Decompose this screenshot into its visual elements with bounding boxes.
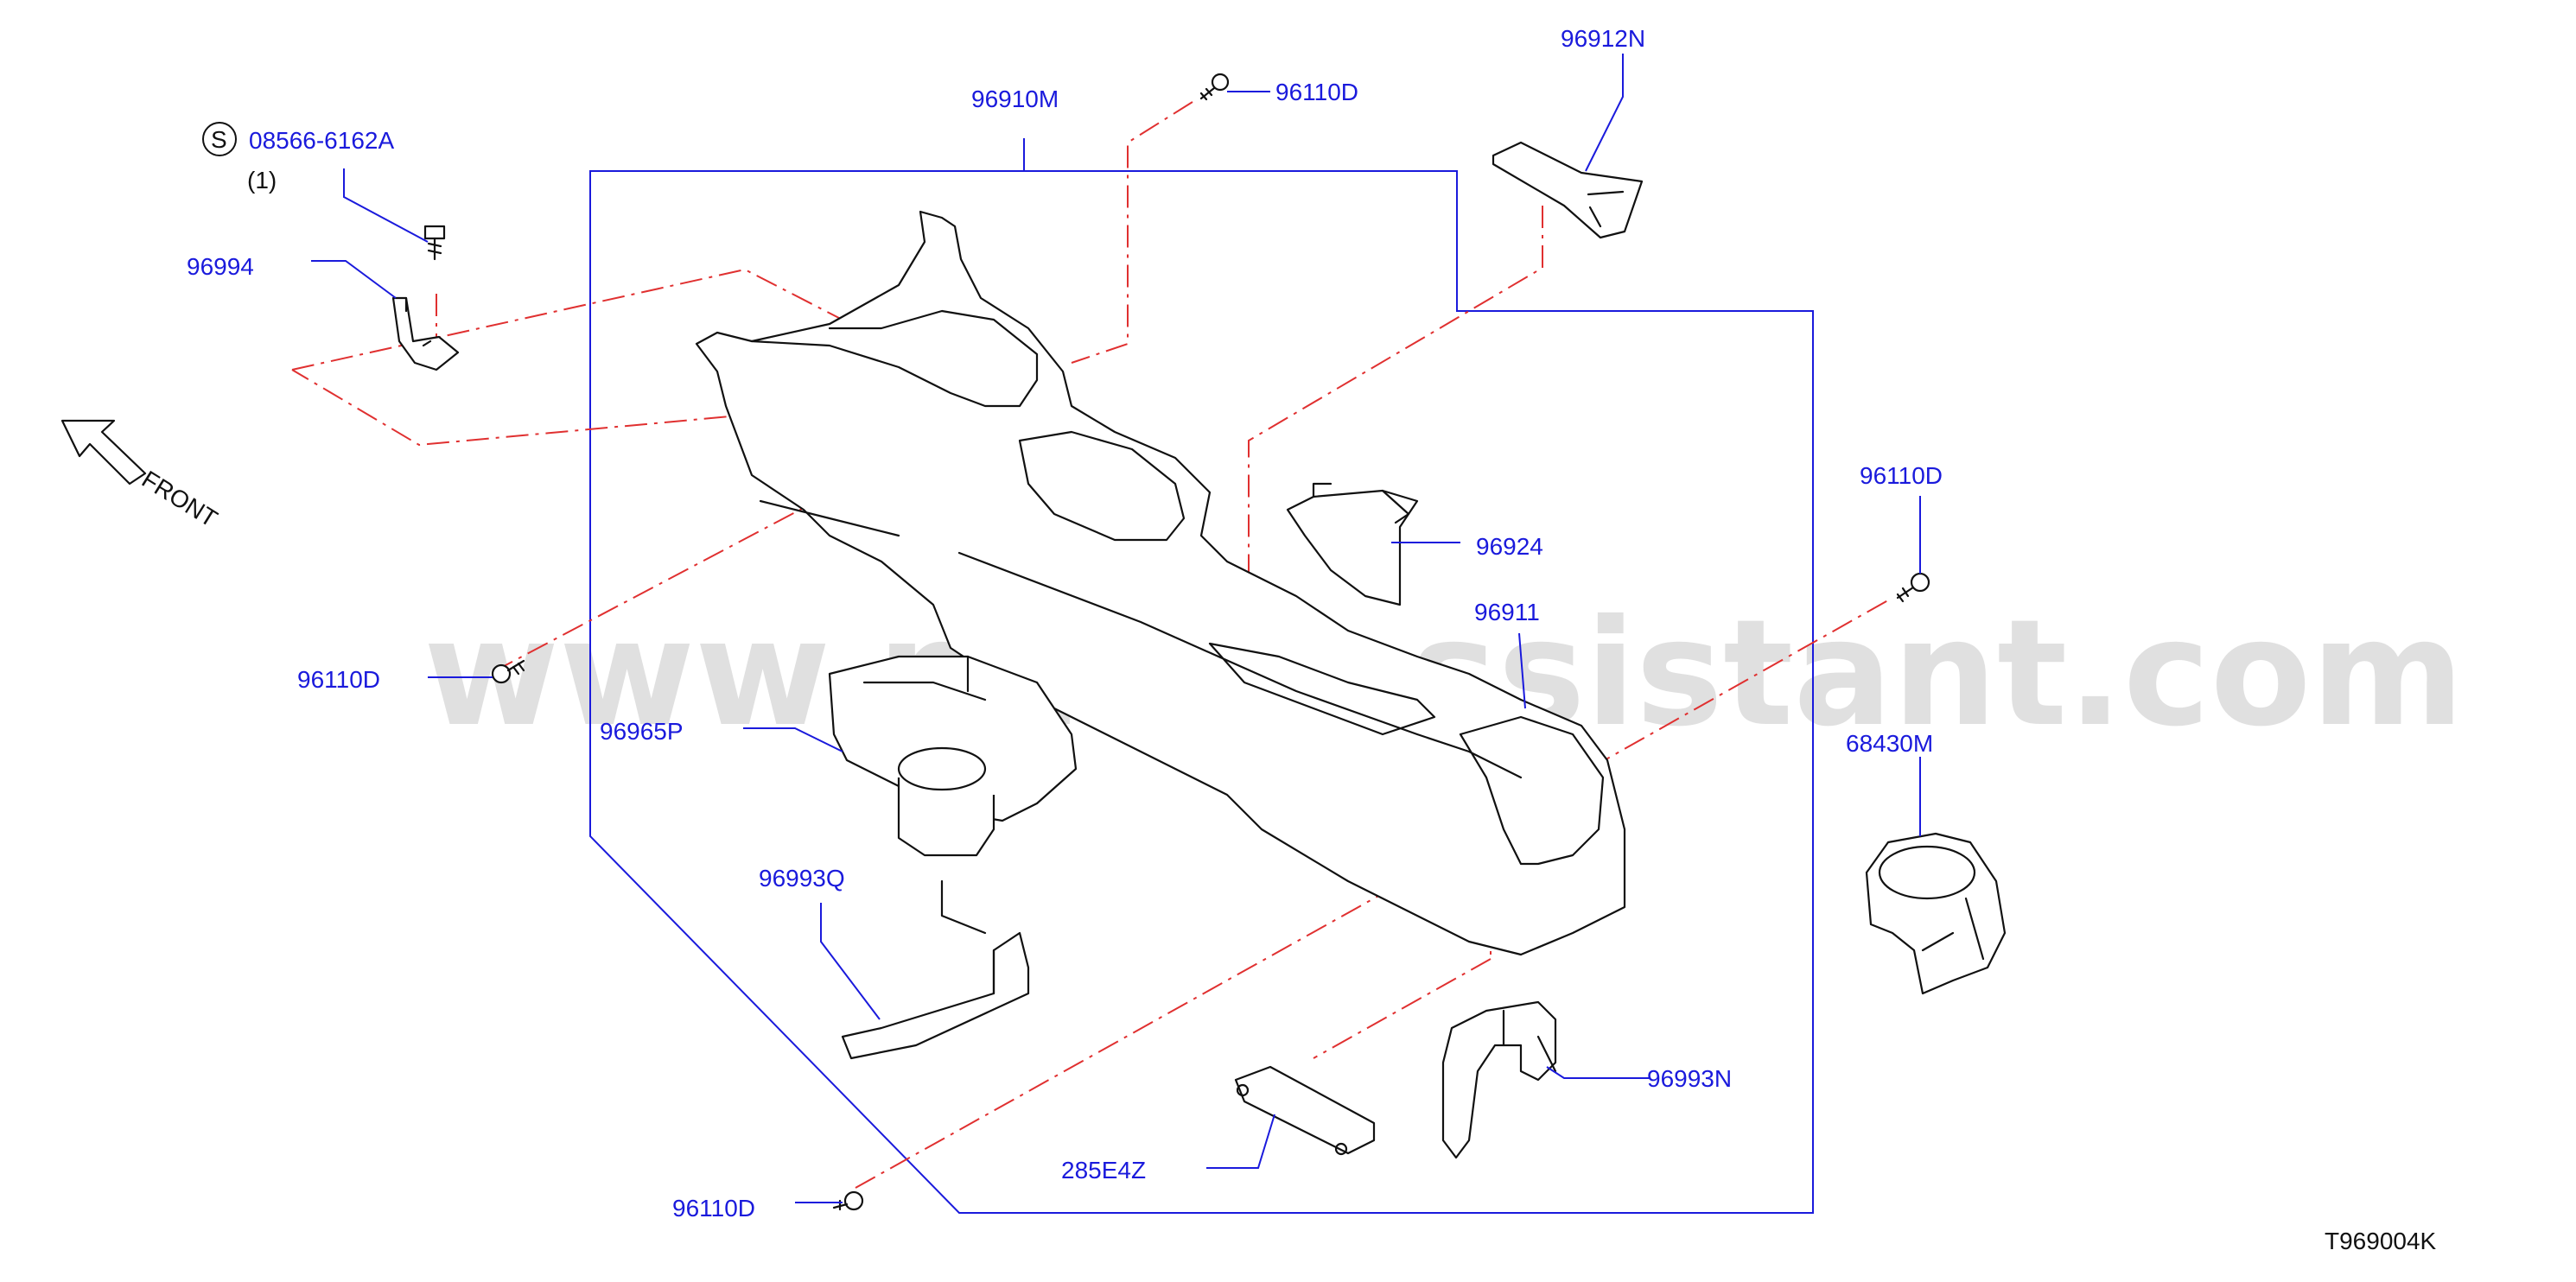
label-96110D-left: 96110D xyxy=(297,666,380,693)
bracket-96993N-icon xyxy=(1441,1000,1557,1159)
bracket-96993Q-icon xyxy=(841,879,1030,1060)
label-96993N: 96993N xyxy=(1647,1065,1732,1092)
label-96994: 96994 xyxy=(187,253,254,280)
bracket-96924-icon xyxy=(1286,482,1419,606)
label-96912N: 96912N xyxy=(1561,25,1645,52)
bolt-08566-icon xyxy=(423,225,446,261)
label-96965P: 96965P xyxy=(600,718,684,745)
diagram-code: T969004K xyxy=(2325,1228,2437,1254)
lid-96912N-icon xyxy=(1492,141,1644,239)
label-96924: 96924 xyxy=(1476,533,1543,560)
screw-96110D-right-icon xyxy=(1896,572,1930,603)
front-label: FRONT xyxy=(137,466,222,532)
label-96911: 96911 xyxy=(1474,599,1540,625)
assembly-boundary xyxy=(589,170,1814,1214)
service-marker: S xyxy=(211,126,227,153)
bracket-96994-icon xyxy=(391,296,460,371)
front-arrow-icon xyxy=(60,419,147,486)
leader-lines xyxy=(311,54,1921,1203)
finisher-68430M-icon xyxy=(1865,832,2007,995)
label-08566-6162A: 08566-6162A xyxy=(249,127,394,154)
label-96910M: 96910M xyxy=(971,86,1059,112)
module-285E4Z-icon xyxy=(1234,1065,1376,1156)
service-marker-icon xyxy=(202,122,237,156)
label-96110D-top: 96110D xyxy=(1275,79,1358,105)
label-96993Q: 96993Q xyxy=(759,865,845,892)
label-96110D-right: 96110D xyxy=(1860,462,1943,489)
cup-holder-96965P-icon xyxy=(828,655,1078,857)
screw-96110D-left-icon xyxy=(491,659,525,684)
center-console-96910M-icon xyxy=(695,210,1626,956)
label-96110D-bottom: 96110D xyxy=(672,1195,755,1222)
label-68430M: 68430M xyxy=(1846,730,1933,757)
label-285E4Z: 285E4Z xyxy=(1061,1157,1146,1184)
screw-96110D-top-icon xyxy=(1199,73,1230,101)
label-quantity: (1) xyxy=(247,167,277,194)
screw-96110D-bottom-icon xyxy=(832,1190,864,1211)
